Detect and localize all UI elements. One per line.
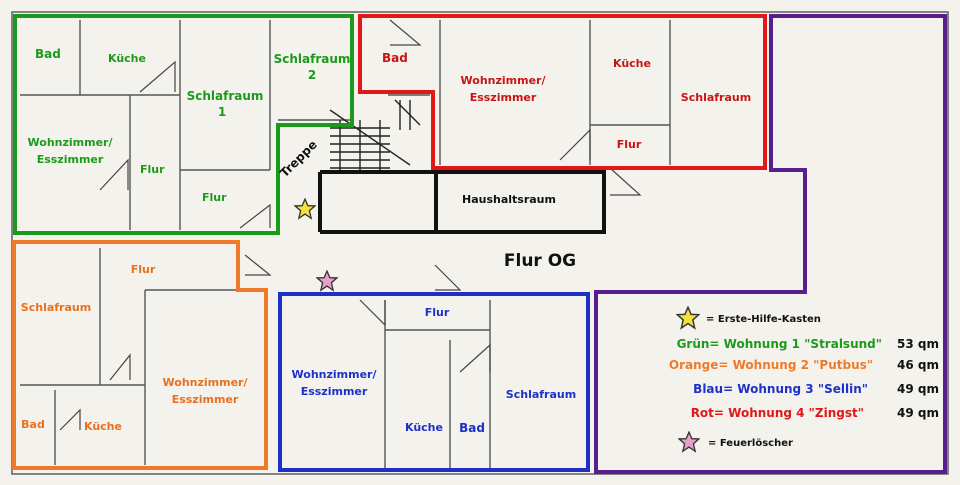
room-green-wohn-line1: Wohnzimmer/ [28, 136, 114, 149]
legend-apartment-4: Rot= Wohnung 4 "Zingst" [691, 406, 864, 420]
room-blue-schlaf: Schlafraum [506, 388, 576, 401]
room-haushaltsraum: Haushaltsraum [462, 193, 556, 206]
legend-first-aid-text: = Erste-Hilfe-Kasten [706, 314, 821, 325]
legend-apartment-1: Grün= Wohnung 1 "Stralsund" [677, 337, 882, 351]
room-red-wohn-line1: Wohnzimmer/ [461, 74, 547, 87]
room-red-kueche: Küche [613, 57, 651, 70]
room-green-schlaf1-line2: 1 [218, 105, 226, 119]
apartment-blue-outline [278, 292, 590, 472]
room-orange-bad: Bad [21, 418, 45, 431]
room-green-bad: Bad [35, 47, 61, 61]
room-orange-kueche: Küche [84, 420, 122, 433]
room-blue-wohn-line2: Esszimmer [301, 385, 368, 398]
room-green-flur1: Flur [140, 163, 165, 176]
apartment-purple-outline [594, 14, 947, 474]
room-blue-kueche: Küche [405, 421, 443, 434]
room-green-flur2: Flur [202, 191, 227, 204]
room-orange-wohn-line1: Wohnzimmer/ [163, 376, 249, 389]
apartment-green-outline [13, 14, 354, 235]
room-blue-flur: Flur [425, 306, 450, 319]
staircase [329, 99, 421, 170]
legend-apartment-1-area: 53 qm [897, 337, 939, 351]
door-swings [59, 19, 642, 431]
room-red-schlaf: Schlafraum [681, 91, 751, 104]
room-orange-flur: Flur [131, 263, 156, 276]
first-aid-star-icon [294, 198, 316, 219]
room-red-bad: Bad [382, 51, 408, 65]
room-flur-og: Flur OG [504, 251, 576, 271]
room-red-wohn-line2: Esszimmer [470, 91, 537, 104]
legend-apartment-2-area: 46 qm [897, 358, 939, 372]
room-green-wohn-line2: Esszimmer [37, 153, 104, 166]
room-orange-schlaf: Schlafraum [21, 301, 91, 314]
legend-extinguisher-text: = Feuerlöscher [708, 438, 793, 449]
room-green-schlaf1-line1: Schlafraum [187, 89, 264, 103]
room-orange-wohn-line2: Esszimmer [172, 393, 239, 406]
room-green-schlaf2-line2: 2 [308, 68, 316, 82]
extinguisher-star-icon [316, 270, 338, 291]
apartment-red-outline [358, 14, 767, 170]
room-green-kueche: Küche [108, 52, 146, 65]
room-blue-bad: Bad [459, 421, 485, 435]
room-blue-wohn-line1: Wohnzimmer/ [292, 368, 378, 381]
legend-first-aid-star-icon [676, 306, 700, 329]
legend-extinguisher-star-icon [678, 431, 700, 452]
label-treppe: Treppe [277, 138, 320, 181]
legend: = Erste-Hilfe-Kasten Grün= Wohnung 1 "St… [669, 306, 939, 452]
room-green-schlaf2-line1: Schlafraum [274, 52, 351, 66]
legend-apartment-4-area: 49 qm [897, 406, 939, 420]
room-red-flur: Flur [617, 138, 642, 151]
legend-apartment-3-area: 49 qm [897, 382, 939, 396]
haushaltsraum-walls [318, 170, 606, 234]
apartment-orange-outline [12, 240, 268, 470]
legend-apartment-2: Orange= Wohnung 2 "Putbus" [669, 358, 873, 372]
legend-apartment-3: Blau= Wohnung 3 "Sellin" [693, 382, 868, 396]
